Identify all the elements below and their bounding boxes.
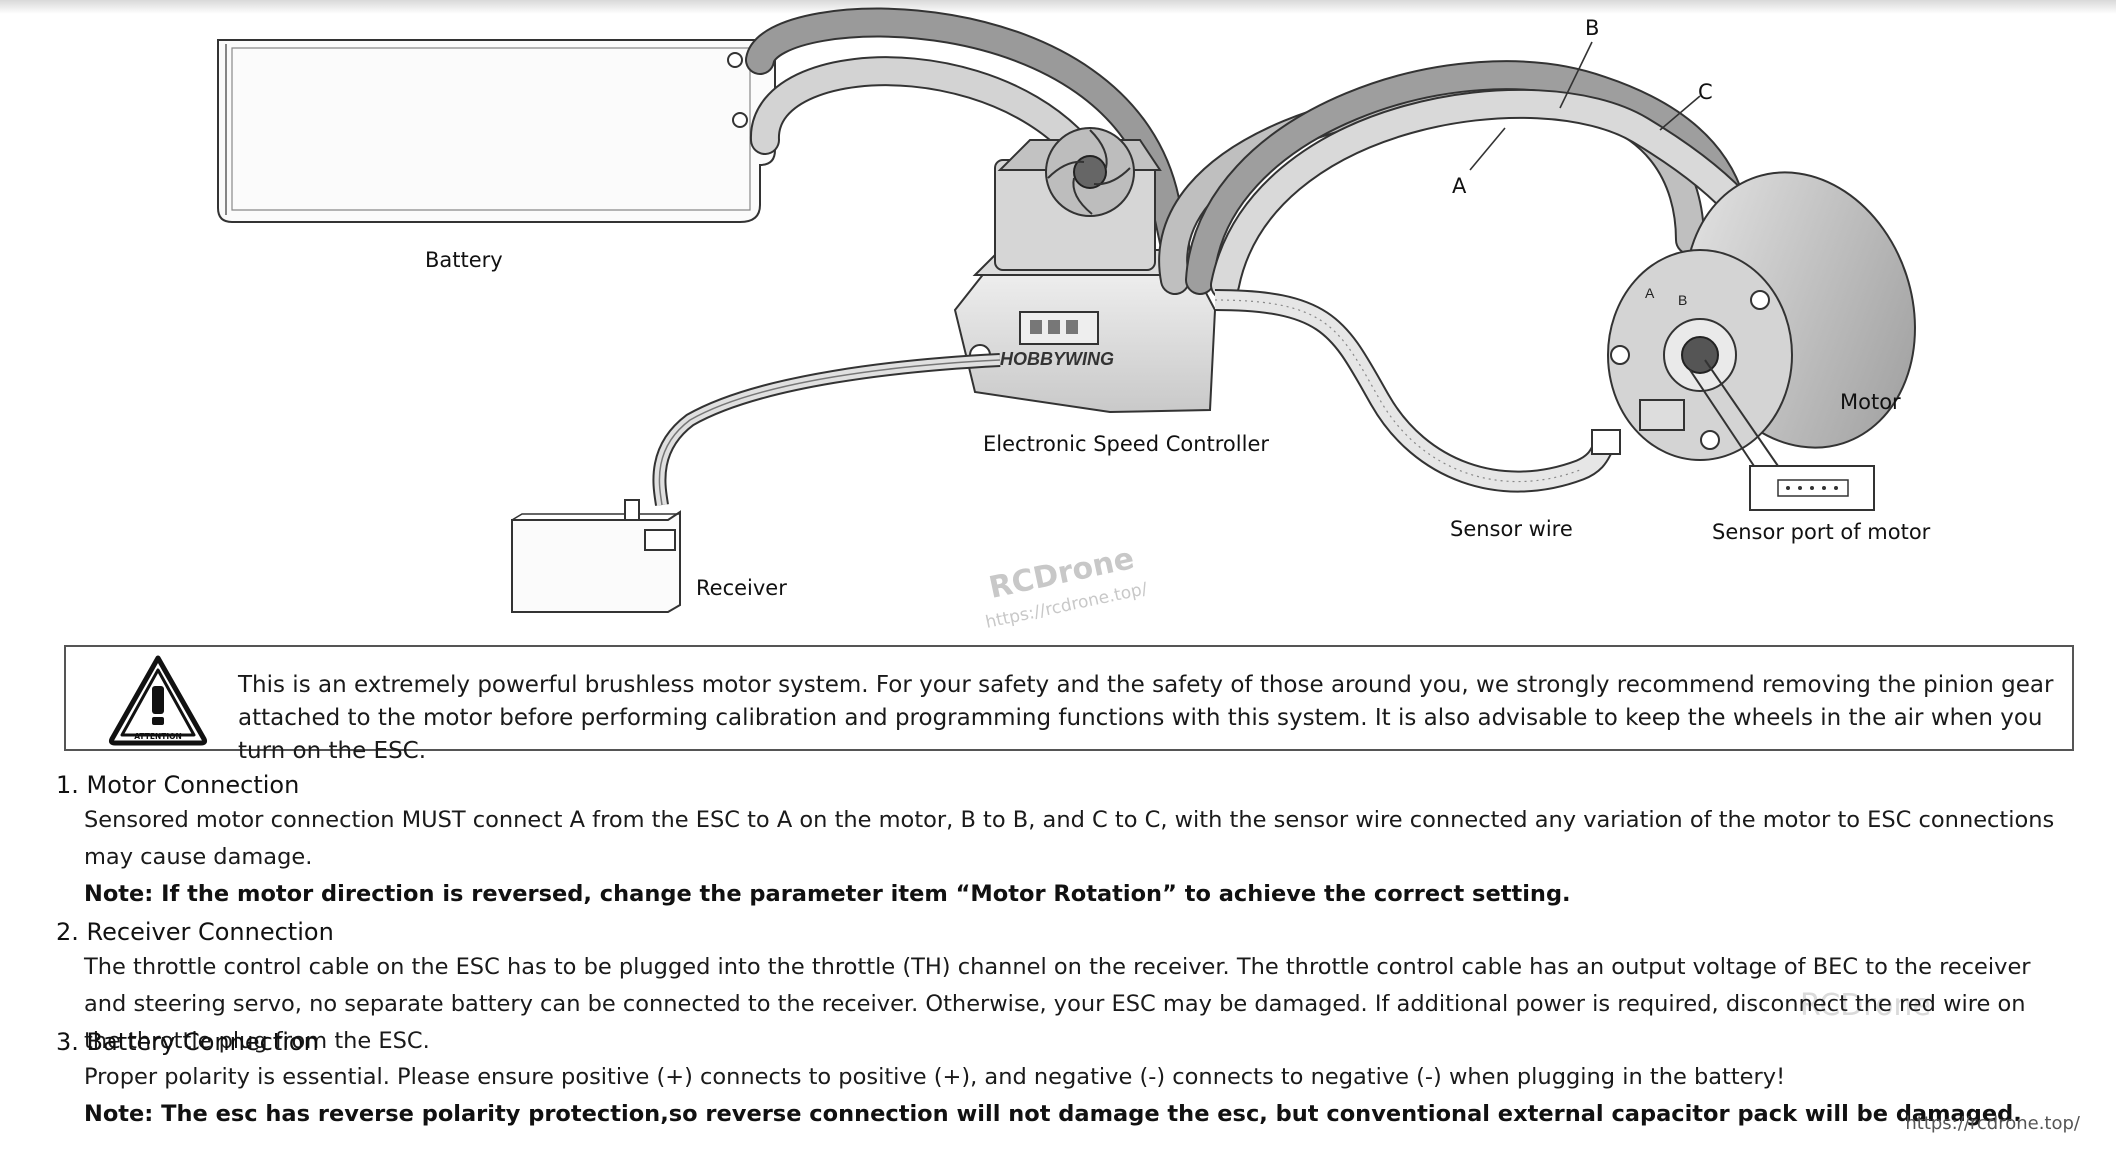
section-motor-connection: 1. Motor Connection Sensored motor conne… [56,768,2066,913]
section-title: 3. Battery Connection [56,1028,319,1056]
svg-text:ATTENTION: ATTENTION [134,732,182,741]
svg-text:HOBBYWING: HOBBYWING [1000,349,1114,369]
wire-a-label: A [1452,174,1467,198]
section-note: Note: If the motor direction is reversed… [84,881,1571,907]
receiver-cable [652,353,1001,506]
sensor-port-callout [1689,359,1875,511]
section-body: Sensored motor connection MUST connect A… [84,807,2055,870]
watermark-faint: RCDrone [1800,988,1931,1023]
receiver-box [511,499,681,613]
section-body: The throttle control cable on the ESC ha… [84,954,2031,1054]
battery-pack [217,39,776,223]
attention-triangle-icon: ATTENTION [108,655,208,746]
motor-can: A B [1607,171,1916,461]
sensor-wire [1214,289,1621,493]
svg-text:A: A [1645,285,1655,301]
top-shadow [0,0,2116,14]
section-title: 1. Motor Connection [56,771,300,799]
section-title: 2. Receiver Connection [56,918,334,946]
section-body: Proper polarity is essential. Please ens… [84,1064,1786,1090]
wire-b-label: B [1585,16,1600,40]
section-receiver-connection: 2. Receiver Connection The throttle cont… [56,915,2066,1060]
attention-text: This is an extremely powerful brushless … [238,672,2054,764]
sensor-port-label: Sensor port of motor [1712,520,1931,544]
section-battery-connection: 3. Battery Connection Proper polarity is… [56,1025,2066,1133]
phase-label-leaders [1469,41,1701,171]
wire-c-label: C [1698,80,1713,104]
motor-label: Motor [1840,390,1901,414]
esc-unit: HOBBYWING [953,127,1217,414]
section-note: Note: The esc has reverse polarity prote… [84,1101,2022,1127]
esc-label: Electronic Speed Controller [983,432,1269,456]
svg-text:B: B [1678,292,1687,308]
attention-notice: ATTENTION This is an extremely powerful … [64,645,2074,764]
sensor-wire-label: Sensor wire [1450,517,1573,541]
footer-url: https://rcdrone.top/ [1905,1113,2080,1134]
battery-label: Battery [425,248,503,272]
receiver-label: Receiver [696,576,787,600]
wiring-diagram: HOBBYWING A B [217,7,1916,613]
